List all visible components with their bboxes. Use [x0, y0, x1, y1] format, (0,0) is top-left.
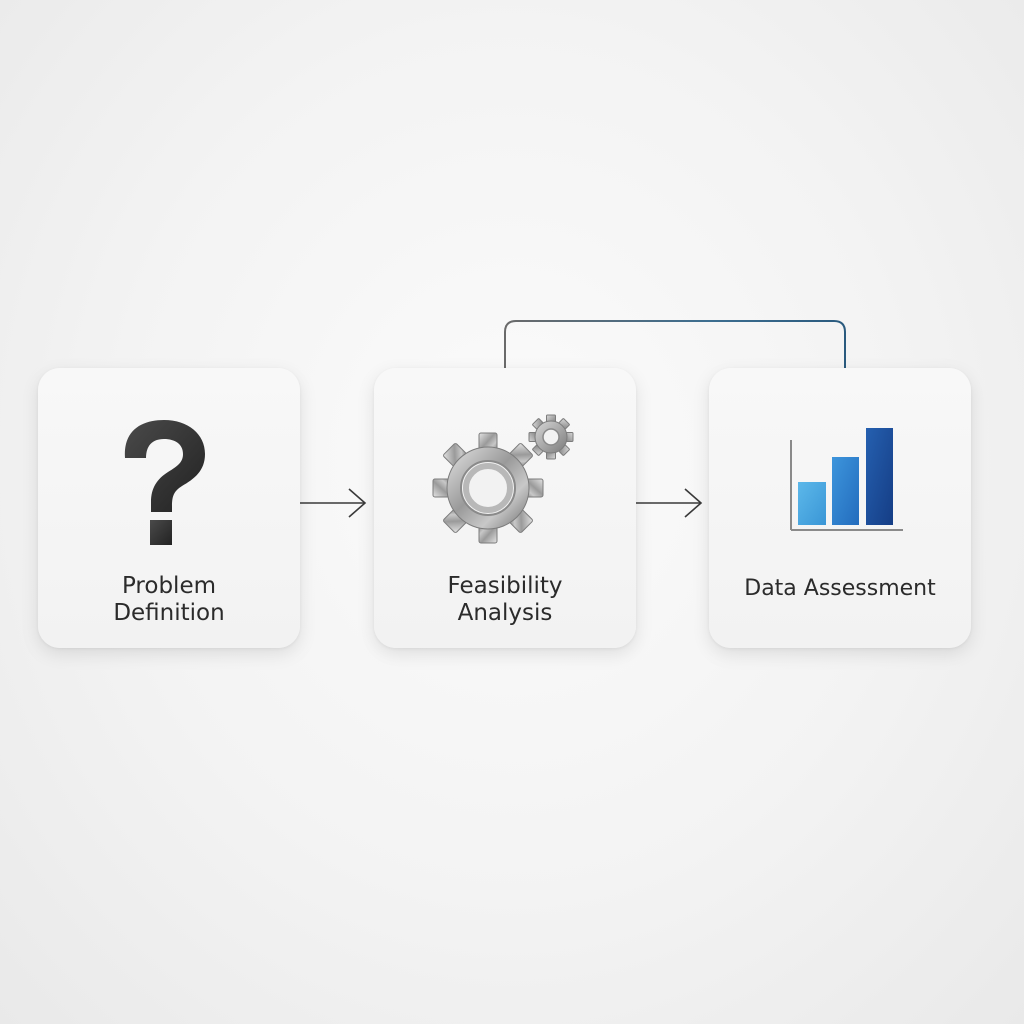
step-label: Feasibility Analysis: [447, 573, 563, 626]
bar-3: [866, 428, 893, 525]
feedback-loop-line: [504, 320, 846, 368]
step-card-problem-definition: Problem Definition: [38, 368, 300, 648]
bar-1: [798, 482, 826, 525]
arrow-1-to-2: [300, 488, 367, 518]
step-card-data-assessment: Data Assessment: [709, 368, 971, 648]
step-label: Data Assessment: [744, 576, 936, 601]
step-label: Problem Definition: [113, 573, 225, 626]
bar-2: [832, 457, 859, 525]
gears-icon: [432, 414, 574, 544]
step-card-feasibility-analysis: Feasibility Analysis: [374, 368, 636, 648]
arrow-2-to-3: [636, 488, 703, 518]
question-mark-icon: [124, 420, 205, 545]
bar-chart-icon: [790, 428, 903, 531]
